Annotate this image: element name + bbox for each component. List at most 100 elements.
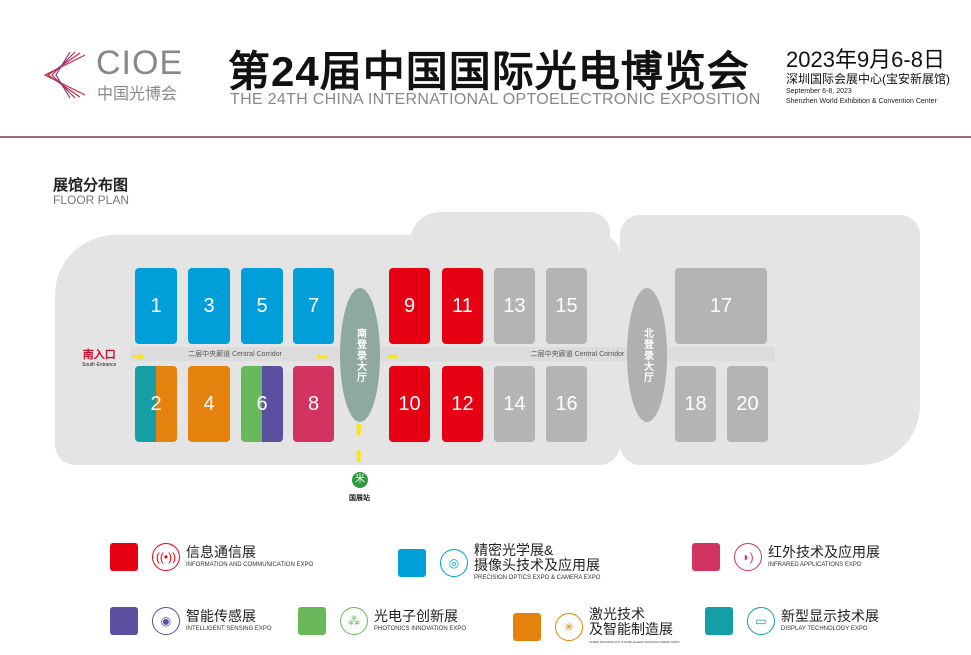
logo-text: CIOE [96, 44, 184, 82]
south-atrium[interactable]: 南登录大厅 [340, 288, 380, 422]
hall-number: 12 [451, 392, 474, 415]
hall-5[interactable]: 5 [241, 268, 283, 344]
legend-item: ◉ 智能传感展 INTELLIGENT SENSING EXPO [110, 607, 272, 635]
laser-icon: ✳ [555, 613, 583, 641]
legend-label-cn: 红外技术及应用展 [768, 543, 880, 560]
legend-item: ✳ 激光技术 及智能制造展 LASER TECHNOLOGY & INTELLI… [513, 607, 680, 647]
floorplan-title: 展馆分布图 [53, 177, 129, 194]
hall-4[interactable]: 4 [188, 366, 230, 442]
hall-9[interactable]: 9 [389, 268, 430, 344]
hall-8[interactable]: 8 [293, 366, 334, 442]
event-venue: 深圳国际会展中心(宝安新展馆) [786, 72, 950, 86]
hall-number: 10 [398, 392, 421, 415]
hall-number: 4 [203, 392, 215, 415]
lens-icon: ◎ [440, 549, 468, 577]
legend-label-cn: 信息通信展 [186, 543, 256, 560]
logo-cn: 中国光博会 [97, 86, 178, 103]
event-date-en: September 6-8, 2023 [786, 88, 852, 95]
building-south-upper [410, 212, 610, 252]
hall-18[interactable]: 18 [675, 366, 716, 442]
hall-12[interactable]: 12 [442, 366, 483, 442]
metro-station-label: 国展站 [349, 495, 370, 502]
legend-swatch [110, 607, 138, 635]
legend-item: ⁂ 光电子创新展 PHOTONICS INNOVATION EXPO [298, 607, 466, 635]
event-venue-en: Shenzhen World Exhibition & Convention C… [786, 98, 937, 105]
legend-item: ((•)) 信息通信展 INFORMATION AND COMMUNICATIO… [110, 543, 313, 571]
legend-label-cn: 智能传感展 [186, 607, 256, 624]
north-atrium-label: 北登录大厅 [641, 327, 653, 383]
hall-20[interactable]: 20 [727, 366, 768, 442]
hall-2[interactable]: 2 [135, 366, 177, 442]
legend-swatch [705, 607, 733, 635]
hall-number: 6 [256, 392, 268, 415]
hall-14[interactable]: 14 [494, 366, 535, 442]
hall-number: 5 [256, 294, 268, 317]
hall-10[interactable]: 10 [389, 366, 430, 442]
arrow-right-icon: ➡ [387, 348, 399, 364]
arrow-right-icon: ➡ [132, 348, 144, 364]
hall-number: 11 [452, 294, 473, 317]
arrow-left-icon: ⬅ [316, 348, 328, 364]
divider [0, 136, 971, 138]
legend-label-cn: 新型显示技术展 [781, 607, 879, 624]
legend-label-en: PRECISION OPTICS EXPO & CAMERA EXPO [474, 575, 601, 581]
hall-17[interactable]: 17 [675, 268, 767, 344]
hall-number: 17 [709, 294, 733, 317]
legend-item: ▭ 新型显示技术展 DISPLAY TECHNOLOGY EXPO [705, 607, 879, 635]
hall-11[interactable]: 11 [442, 268, 483, 344]
hall-number: 8 [307, 392, 320, 415]
hall-7[interactable]: 7 [293, 268, 334, 344]
hall-number: 9 [403, 294, 416, 317]
legend-item: ◎ 精密光学展& 摄像头技术及应用展 PRECISION OPTICS EXPO… [398, 543, 600, 583]
legend-swatch [398, 549, 426, 577]
hall-number: 18 [684, 392, 707, 415]
central-corridor-south: 二层中央廊道 Central Corridor [130, 347, 340, 361]
legend-label-en: INTELLIGENT SENSING EXPO [186, 625, 272, 632]
legend-label-en: LASER TECHNOLOGY & INTELLIGENT MANUFACTU… [589, 640, 680, 644]
legend-swatch [513, 613, 541, 641]
hall-16[interactable]: 16 [546, 366, 587, 442]
page-title: 第24届中国国际光电博览会 [228, 48, 750, 95]
hall-number: 2 [150, 392, 162, 415]
antenna-icon: ((•)) [152, 543, 180, 571]
legend-label-cn: 光电子创新展 [374, 607, 458, 624]
south-atrium-label: 南登录大厅 [354, 327, 366, 383]
hall-3[interactable]: 3 [188, 268, 230, 344]
hall-1[interactable]: 1 [135, 268, 177, 344]
legend-item: ◗) 红外技术及应用展 INFRARED APPLICATIONS EXPO [692, 543, 880, 571]
legend-swatch [298, 607, 326, 635]
legend-label-en: INFORMATION AND COMMUNICATION EXPO [186, 561, 314, 568]
hall-6[interactable]: 6 [241, 366, 283, 442]
legend-swatch [110, 543, 138, 571]
display-icon: ▭ [747, 607, 775, 635]
south-entrance-label: 南入口 South Entrance [82, 346, 116, 368]
infrared-icon: ◗) [734, 543, 762, 571]
building-north [620, 215, 920, 465]
hall-number: 3 [203, 294, 215, 317]
legend-label-en: INFRARED APPLICATIONS EXPO [768, 561, 862, 568]
hall-number: 14 [503, 392, 526, 415]
hall-number: 13 [503, 294, 526, 317]
hall-13[interactable]: 13 [494, 268, 535, 344]
corridor-label: 二层中央廊道 Central Corridor [188, 351, 282, 358]
legend-label-cn: 精密光学展& 摄像头技术及应用展 [474, 542, 600, 573]
page-subtitle: THE 24TH CHINA INTERNATIONAL OPTOELECTRO… [230, 91, 761, 108]
metro-icon: 米 [352, 472, 368, 488]
corridor-label: 二层中央廊道 Central Corridor [530, 351, 625, 358]
south-entrance-en: South Entrance [82, 362, 117, 368]
molecule-icon: ⁂ [340, 607, 368, 635]
hall-number: 7 [307, 294, 320, 317]
hall-number: 16 [555, 392, 578, 415]
legend-label-en: PHOTONICS INNOVATION EXPO [374, 625, 467, 632]
legend-label-en: DISPLAY TECHNOLOGY EXPO [781, 625, 868, 632]
hall-number: 1 [150, 294, 162, 317]
arrow-up-icon: ⬆ [352, 422, 366, 439]
eye-icon: ◉ [152, 607, 180, 635]
central-corridor-north: 二层中央廊道 Central Corridor [380, 347, 775, 361]
floorplan-subtitle: FLOOR PLAN [53, 193, 130, 207]
cioe-logo-icon [40, 50, 90, 100]
legend-swatch [692, 543, 720, 571]
hall-15[interactable]: 15 [546, 268, 587, 344]
north-atrium[interactable]: 北登录大厅 [627, 288, 667, 422]
arrow-up-icon: ⬆ [352, 449, 366, 466]
